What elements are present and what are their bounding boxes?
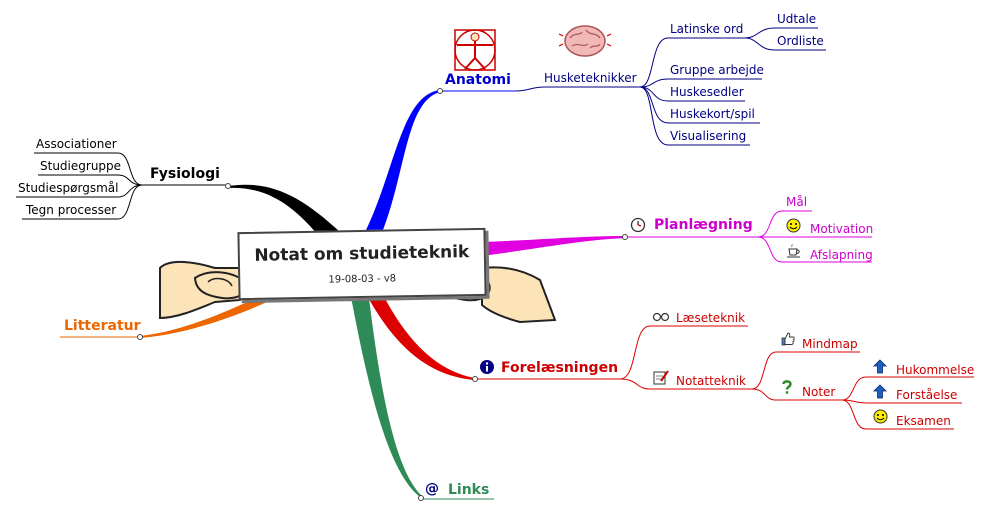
node-afslapning[interactable]: Afslapning — [810, 248, 873, 262]
branch-litteratur[interactable]: Litteratur — [64, 318, 141, 334]
notepad-pencil-icon — [653, 370, 669, 385]
node-hukommelse[interactable]: Hukommelse — [896, 363, 975, 377]
central-topic-card[interactable]: Notat om studieteknik 19-08-03 - v8 — [237, 227, 487, 301]
node-noter[interactable]: Noter — [802, 385, 836, 399]
node-eksamen[interactable]: Eksamen — [896, 414, 951, 428]
node-notatteknik[interactable]: Notatteknik — [676, 374, 747, 388]
left-hand-illustration — [159, 261, 248, 320]
smiley-icon — [873, 409, 888, 424]
node-maal[interactable]: Mål — [786, 195, 808, 209]
vitruvian-man-icon — [454, 29, 496, 71]
node-motivation[interactable]: Motivation — [810, 222, 874, 236]
question-mark-icon — [782, 380, 792, 394]
node-forstaaelse[interactable]: Forståelse — [896, 388, 958, 402]
brain-icon — [558, 25, 612, 57]
branch-anatomi[interactable]: Anatomi — [445, 72, 511, 88]
central-topic-title: Notat om studieteknik — [254, 242, 470, 266]
branch-fysiologi[interactable]: Fysiologi — [150, 166, 220, 182]
branch-anatomi-connector — [362, 90, 440, 242]
node-mindmap[interactable]: Mindmap — [802, 337, 858, 351]
glasses-icon — [652, 312, 670, 322]
thumbs-up-icon — [781, 332, 795, 346]
clock-icon — [630, 217, 646, 233]
branch-planlaegning[interactable]: Planlægning — [654, 217, 753, 233]
smiley-icon — [786, 218, 801, 233]
node-visualisering[interactable]: Visualisering — [670, 129, 747, 143]
branch-links-connector — [350, 290, 421, 497]
node-huskesedler[interactable]: Huskesedler — [670, 85, 744, 99]
node-studiespoergsmaal[interactable]: Studiespørgsmål — [18, 181, 119, 195]
node-latinske-ord[interactable]: Latinske ord — [670, 22, 744, 36]
central-topic-subtitle: 19-08-03 - v8 — [328, 273, 397, 286]
branch-fysiologi-connector — [228, 184, 340, 240]
branch-planlaegning-connector — [482, 236, 625, 256]
node-associationer[interactable]: Associationer — [36, 137, 117, 151]
node-laeseteknik[interactable]: Læseteknik — [676, 311, 746, 325]
coffee-cup-icon — [787, 244, 800, 258]
node-ordliste[interactable]: Ordliste — [777, 34, 824, 48]
up-arrow-icon — [873, 384, 887, 399]
up-arrow-icon — [873, 359, 887, 374]
node-studiegruppe[interactable]: Studiegruppe — [40, 159, 122, 173]
node-gruppe-arbejde[interactable]: Gruppe arbejde — [670, 63, 764, 77]
at-sign-icon: @ — [425, 481, 439, 497]
node-tegn-processer[interactable]: Tegn processer — [26, 203, 117, 217]
node-udtale[interactable]: Udtale — [777, 12, 817, 26]
node-husketeknikker[interactable]: Husketeknikker — [544, 71, 637, 85]
info-icon — [480, 360, 494, 374]
branch-forelaesningen[interactable]: Forelæsningen — [501, 360, 619, 376]
node-huskekort-spil[interactable]: Huskekort/spil — [670, 107, 755, 121]
branch-links[interactable]: Links — [448, 482, 490, 498]
